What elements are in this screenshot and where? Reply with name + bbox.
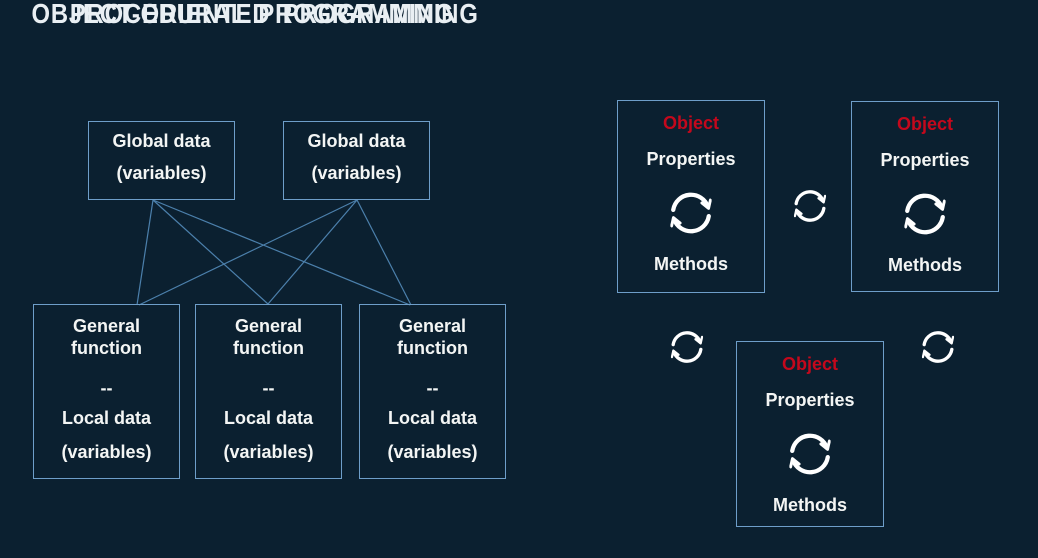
divider-dashes: -- [426, 378, 439, 398]
box-text: (variables) [223, 442, 314, 462]
general-function-box: General function -- Local data (variable… [195, 304, 342, 479]
connector-line [138, 199, 358, 306]
object-label: Object [781, 354, 838, 374]
sync-icon [917, 326, 959, 368]
connector-line [356, 199, 412, 306]
divider-dashes: -- [262, 378, 275, 398]
sync-icon [666, 326, 708, 368]
box-text: Global data [112, 131, 211, 151]
general-function-box: General function -- Local data (variable… [33, 304, 180, 479]
sync-icon [898, 187, 952, 241]
box-text: Local data [387, 408, 478, 428]
properties-label: Properties [765, 390, 855, 410]
sync-icon [783, 427, 837, 481]
box-text: General [234, 316, 303, 336]
sync-icon [789, 185, 831, 227]
box-text: Global data [307, 131, 406, 151]
object-box: Object Properties Methods [851, 101, 999, 292]
methods-label: Methods [654, 254, 728, 274]
box-text: (variables) [387, 442, 478, 462]
box-text: (variables) [311, 163, 402, 183]
oop-title: OBJECT-ORIENTED PROGRAMMING [31, 0, 479, 29]
box-text: function [71, 338, 142, 358]
box-text: General [398, 316, 467, 336]
connector-line [267, 199, 358, 305]
box-text: (variables) [61, 442, 152, 462]
box-text: (variables) [116, 163, 207, 183]
divider-dashes: -- [100, 378, 113, 398]
global-data-box: Global data (variables) [88, 121, 235, 200]
methods-label: Methods [888, 255, 962, 275]
box-text: General [72, 316, 141, 336]
methods-label: Methods [773, 495, 847, 515]
box-text: function [233, 338, 304, 358]
general-function-box: General function -- Local data (variable… [359, 304, 506, 479]
object-label: Object [662, 113, 719, 133]
properties-label: Properties [880, 150, 970, 170]
box-text: Local data [61, 408, 152, 428]
connector-line [152, 199, 411, 306]
procedural-title: PROCEDURAL PROGRAMMING [69, 0, 455, 29]
object-box: Object Properties Methods [617, 100, 765, 293]
box-text: function [397, 338, 468, 358]
properties-label: Properties [646, 149, 736, 169]
object-box: Object Properties Methods [736, 341, 884, 527]
box-text: Local data [223, 408, 314, 428]
object-label: Object [896, 114, 953, 134]
sync-icon [664, 186, 718, 240]
connector-line [152, 199, 269, 305]
connector-line [136, 199, 154, 306]
global-data-box: Global data (variables) [283, 121, 430, 200]
